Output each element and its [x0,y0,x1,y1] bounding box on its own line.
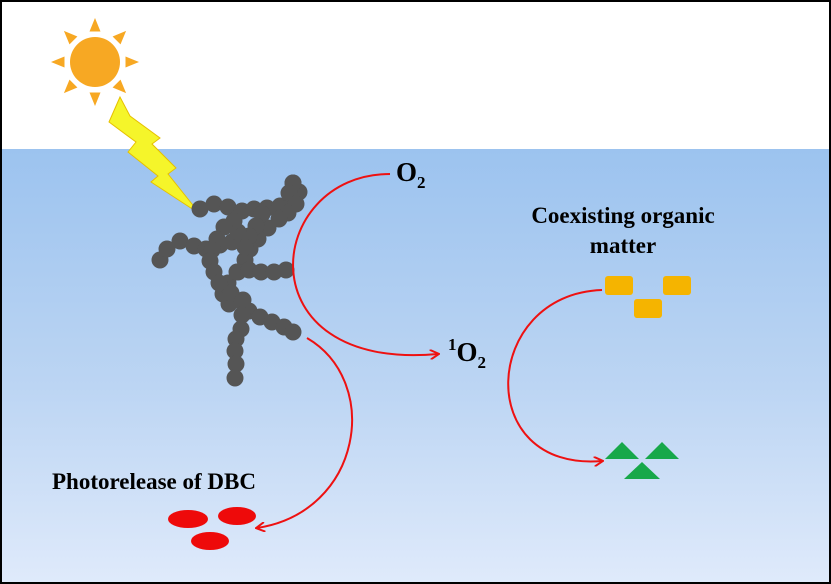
soot-monomer [284,323,302,341]
soot-monomer [233,293,251,311]
coexisting-organic-label: Coexisting organic matter [531,203,715,258]
soot-monomer [277,261,295,279]
sun-ray [51,56,65,68]
sun-ray [89,92,101,106]
soot-monomer [252,263,270,281]
soot-monomer [219,198,237,216]
organic-matter-icon [605,276,691,318]
sun-ray [112,30,127,45]
lightning-icon [108,95,201,215]
sun-ray [89,18,101,32]
soot-monomer [236,238,254,256]
soot-aggregate-icon [151,174,308,387]
soot-monomer [233,306,251,324]
sun-ray [112,79,127,94]
soot-monomer [226,369,244,387]
singlet-oxygen-label: 1O2 [448,335,487,372]
oxidation-products-icon [605,442,679,479]
sun-ray [63,79,78,94]
soot-monomer [226,342,244,360]
arrow-photorelease [257,337,353,528]
sun-icon [51,18,139,106]
arrow-o2-to-singlet-oxygen [292,173,438,355]
soot-monomer [158,240,176,258]
soot-monomer [191,200,209,218]
o2-label: O2 [396,157,426,192]
photorelease-label: Photorelease of DBC [52,469,256,494]
sun-ray [63,30,78,45]
arrow-oxidation [507,289,602,461]
water-body [2,149,829,582]
sun-ray [125,56,139,68]
dbc-released-icon [168,507,256,550]
soot-monomer [227,355,245,373]
soot-monomer [210,274,228,292]
soot-monomer [205,195,223,213]
soot-monomer [171,232,189,250]
